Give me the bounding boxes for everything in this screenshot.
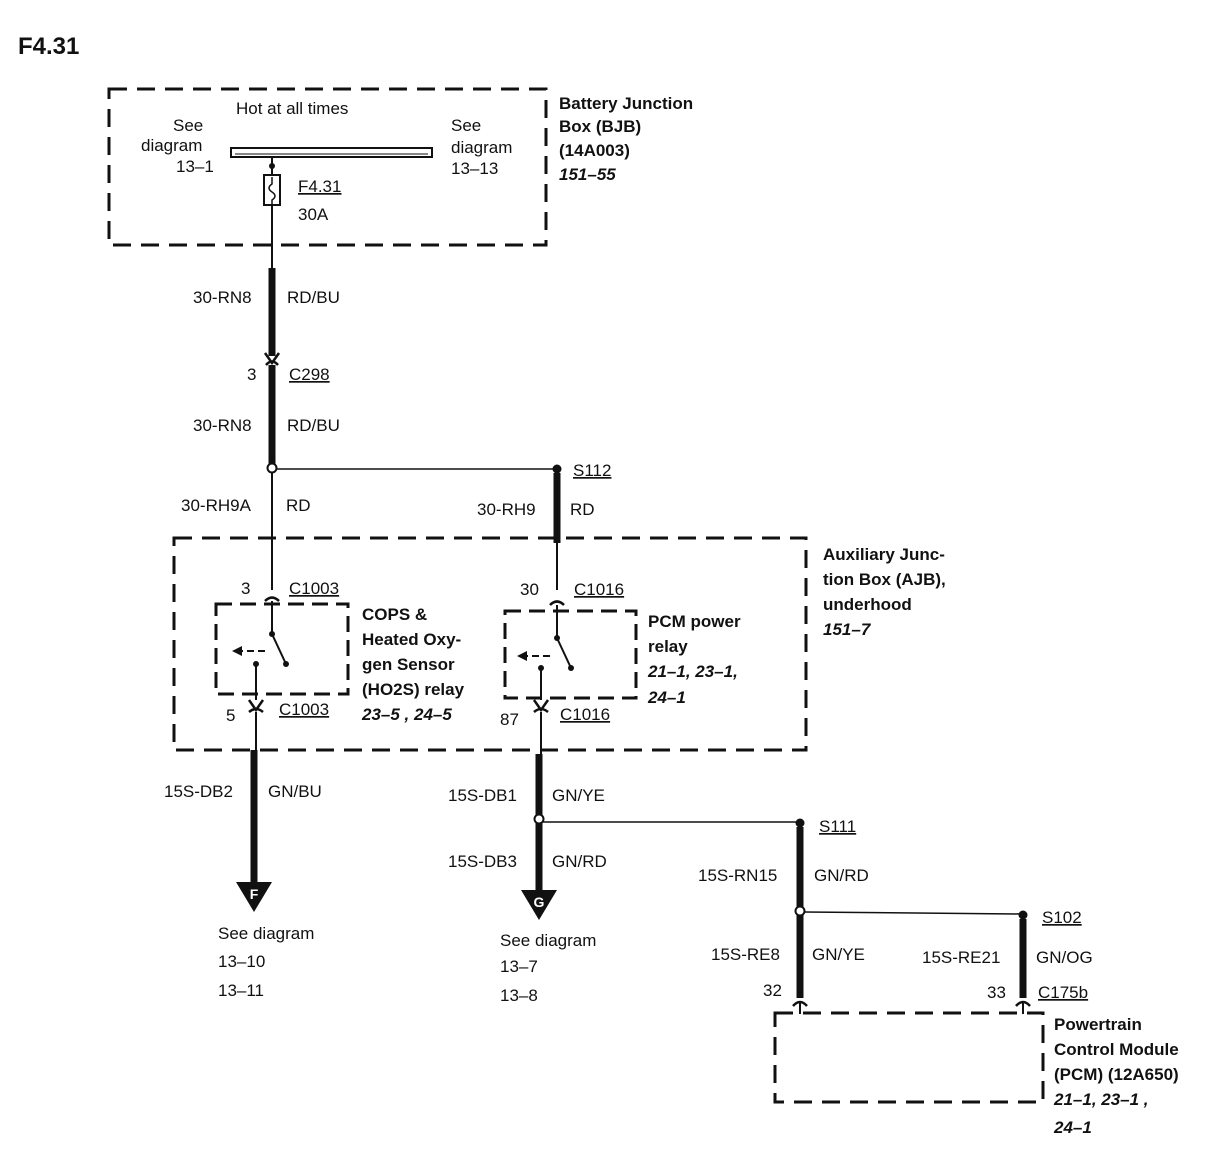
relay2-out-conn: C1016: [560, 705, 610, 724]
wire-color: GN/YE: [812, 945, 865, 964]
relay1-label-4: (HO2S) relay: [362, 680, 465, 699]
pcm-label-1: Powertrain: [1054, 1015, 1142, 1034]
bjb-right-diagram: diagram: [451, 138, 512, 157]
relay1-label-3: gen Sensor: [362, 655, 455, 674]
pcm-pin-33: 33: [987, 983, 1006, 1002]
wire-circuit: 30-RH9A: [181, 496, 252, 515]
splice-dot: [794, 905, 806, 917]
wire-color: GN/BU: [268, 782, 322, 801]
splice-dot: [533, 813, 545, 825]
c298-pin: 3: [247, 365, 256, 384]
wire-color: GN/RD: [552, 852, 607, 871]
c298-label: C298: [289, 365, 330, 384]
connector-c1003-in: [264, 596, 280, 602]
wire-circuit: 15S-RE21: [922, 948, 1000, 967]
bjb-label-2: Box (BJB): [559, 117, 641, 136]
s111-label: S111: [819, 817, 856, 836]
relay1-label-1: COPS &: [362, 605, 427, 624]
bus-bar: [230, 147, 433, 158]
ref-g-letter: G: [534, 894, 545, 910]
bjb-left-diagram: diagram: [141, 136, 202, 155]
pcm-pin-32: 32: [763, 981, 782, 1000]
ref-g-1: 13–7: [500, 957, 538, 976]
wire-color: RD/BU: [287, 416, 340, 435]
connector-c298: [263, 352, 281, 366]
s102-label: S102: [1042, 908, 1082, 927]
ref-g-arrow-icon: [521, 890, 557, 920]
ajb-label-1: Auxiliary Junc-: [823, 545, 945, 564]
relay2-label-1: PCM power: [648, 612, 741, 631]
ref-g-2: 13–8: [500, 986, 538, 1005]
bjb-hot-label: Hot at all times: [236, 99, 348, 118]
wire-color: RD/BU: [287, 288, 340, 307]
diagram-title: F4.31: [18, 33, 79, 60]
splice-dot: [266, 462, 278, 474]
bjb-right-ref: 13–13: [451, 159, 498, 178]
bjb-label-4: 151–55: [559, 165, 616, 184]
wire-color: RD: [570, 500, 595, 519]
wire-circuit: 15S-DB2: [164, 782, 233, 801]
pcm-label-3: (PCM) (12A650): [1054, 1065, 1179, 1084]
fuse-rating: 30A: [298, 205, 329, 224]
ref-f-1: 13–10: [218, 952, 265, 971]
bjb-box: [107, 87, 548, 247]
bjb-right-see: See: [451, 116, 481, 135]
wire-color: GN/RD: [814, 866, 869, 885]
pcm-box: [773, 1011, 1045, 1104]
pcm-label-5: 24–1: [1053, 1118, 1092, 1137]
ajb-box: [172, 536, 808, 752]
relay2-in-conn: C1016: [574, 580, 624, 599]
wire-circuit: 15S-DB3: [448, 852, 517, 871]
bjb-label-1: Battery Junction: [559, 94, 693, 113]
wire-circuit: 15S-DB1: [448, 786, 517, 805]
relay2-label-3: 21–1, 23–1,: [647, 662, 738, 681]
wire-circuit: 30-RN8: [193, 288, 252, 307]
bjb-left-see: See: [173, 116, 203, 135]
relay1-arrow-icon: [232, 646, 242, 656]
wire-circuit: 30-RH9: [477, 500, 536, 519]
bjb-label-3: (14A003): [559, 141, 630, 160]
pcm-label-4: 21–1, 23–1 ,: [1053, 1090, 1149, 1109]
ref-f-see: See diagram: [218, 924, 314, 943]
wire-color: RD: [286, 496, 311, 515]
wire-circuit: 30-RN8: [193, 416, 252, 435]
s112-label: S112: [573, 461, 611, 480]
ajb-label-3: underhood: [823, 595, 912, 614]
wire-color: GN/OG: [1036, 948, 1093, 967]
relay1-switch: [271, 633, 287, 665]
pcm-conn: C175b: [1038, 983, 1088, 1002]
ref-g-see: See diagram: [500, 931, 596, 950]
relay1-label-5: 23–5 , 24–5: [361, 705, 452, 724]
relay2-label-4: 24–1: [647, 688, 686, 707]
ajb-label-4: 151–7: [823, 620, 872, 639]
relay1-box: [214, 602, 350, 696]
wire-color: GN/YE: [552, 786, 605, 805]
wire-circuit: 15S-RN15: [698, 866, 777, 885]
relay2-label-2: relay: [648, 637, 688, 656]
relay2-out-pin: 87: [500, 710, 519, 729]
ref-f-arrow-icon: [236, 882, 272, 912]
relay2-arrow-icon: [517, 651, 527, 661]
relay2-in-pin: 30: [520, 580, 539, 599]
relay1-out-conn: C1003: [279, 700, 329, 719]
ajb-label-2: tion Box (AJB),: [823, 570, 946, 589]
fuse-id: F4.31: [298, 177, 341, 196]
bjb-left-ref: 13–1: [176, 157, 214, 176]
ref-f-2: 13–11: [218, 981, 264, 1000]
relay2-switch: [556, 637, 572, 669]
ref-f-letter: F: [250, 886, 259, 902]
wire-circuit: 15S-RE8: [711, 945, 780, 964]
connector-c1016-in: [549, 600, 565, 606]
relay1-in-conn: C1003: [289, 579, 339, 598]
splice-s102-line: [803, 911, 1024, 915]
relay1-out-pin: 5: [226, 706, 235, 725]
relay1-label-2: Heated Oxy-: [362, 630, 461, 649]
pcm-label-2: Control Module: [1054, 1040, 1179, 1059]
relay1-in-pin: 3: [241, 579, 250, 598]
relay2-box: [503, 609, 638, 700]
